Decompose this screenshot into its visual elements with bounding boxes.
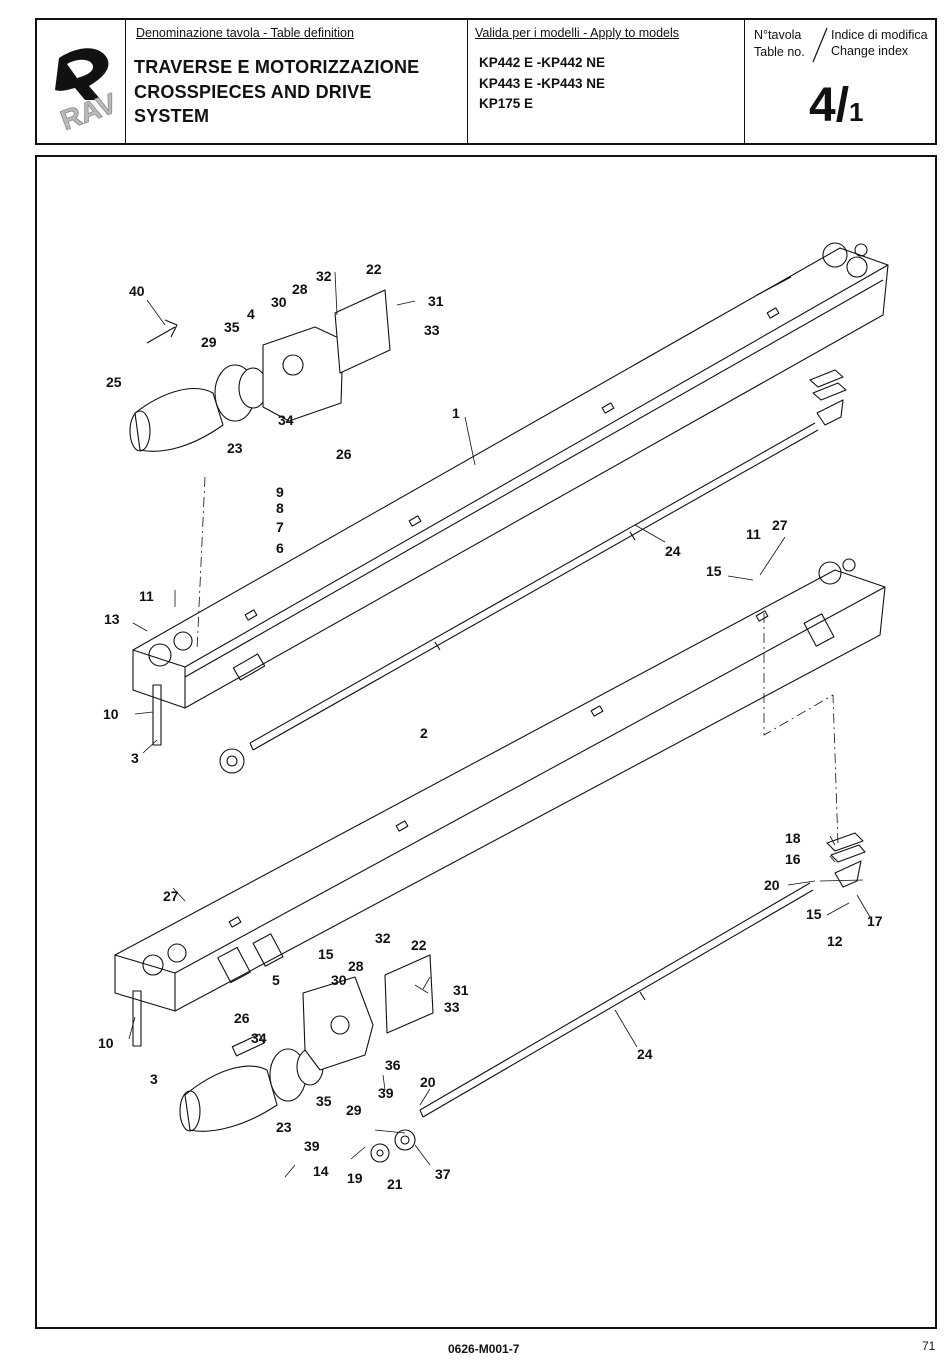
callout: 12 (827, 933, 843, 949)
callout: 34 (251, 1030, 267, 1046)
callout: 39 (378, 1085, 394, 1101)
drawing-frame (35, 155, 937, 1329)
callout: 16 (785, 851, 801, 867)
callout-labels: 40 28 32 22 30 31 4 33 35 29 25 34 1 23 … (98, 261, 883, 1192)
logo-text: RAV (56, 87, 121, 136)
drive-shaft-upper (219, 422, 819, 774)
alignment-lines (196, 476, 839, 846)
drawing-code: 0626-M001-7 (448, 1342, 520, 1356)
callout: 21 (387, 1176, 403, 1192)
callout: 14 (313, 1163, 329, 1179)
callout: 18 (785, 830, 801, 846)
model-item: KP443 E -KP443 NE (479, 75, 606, 91)
callout: 5 (272, 972, 280, 988)
leader-lines (128, 271, 871, 1178)
callout: 15 (806, 906, 822, 922)
callout: 9 (276, 484, 284, 500)
callout: 26 (234, 1010, 250, 1026)
callout: 15 (706, 563, 722, 579)
title-block: RAV Denominazione tavola - Table definit… (35, 18, 937, 145)
table-title: TRAVERSE E MOTORIZZAZIONE CROSSPIECES AN… (134, 55, 419, 129)
callout: 33 (424, 322, 440, 338)
callout: 28 (348, 958, 364, 974)
callout: 24 (665, 543, 681, 559)
callout: 10 (98, 1035, 114, 1051)
change-index-label-en: Change index (831, 44, 909, 58)
callout: 22 (411, 937, 427, 953)
callout: 31 (453, 982, 469, 998)
callout: 39 (304, 1138, 320, 1154)
callout: 29 (346, 1102, 362, 1118)
callout: 32 (375, 930, 391, 946)
callout: 11 (746, 526, 761, 542)
crosspiece-lower (114, 558, 886, 1012)
callout: 36 (385, 1057, 401, 1073)
models-cell: Valida per i modelli - Apply to models K… (468, 20, 745, 143)
callout: 32 (316, 268, 332, 284)
callout: 35 (316, 1093, 332, 1109)
callout: 8 (276, 500, 284, 516)
table-no-label-it: N°tavola (754, 28, 802, 42)
callout: 11 (139, 588, 154, 604)
table-no-value: 4/ (809, 79, 850, 132)
callout: 7 (276, 519, 284, 535)
table-number-cell: N°tavola Table no. Indice di modifica Ch… (745, 20, 935, 143)
callout: 10 (103, 706, 119, 722)
callout: 40 (129, 283, 145, 299)
callout: 33 (444, 999, 460, 1015)
models-label: Valida per i modelli - Apply to models (475, 26, 680, 40)
leg-brackets (132, 684, 162, 1047)
motor-assembly-lower (179, 954, 434, 1132)
exploded-view-diagram: 40 28 32 22 30 31 4 33 35 29 25 34 1 23 … (98, 242, 889, 1192)
callout: 17 (867, 913, 883, 929)
crosspiece-upper (132, 242, 889, 709)
callout: 30 (331, 972, 347, 988)
title-line: SYSTEM (134, 106, 210, 126)
callout: 20 (764, 877, 780, 893)
callout: 25 (106, 374, 122, 390)
title-line: CROSSPIECES AND DRIVE (134, 81, 372, 102)
callout: 37 (435, 1166, 451, 1182)
model-item: KP442 E -KP442 NE (479, 55, 606, 70)
definition-cell: Denominazione tavola - Table definition … (126, 20, 468, 143)
rav-logo: RAV (55, 48, 121, 136)
table-no-label-en: Table no. (754, 45, 805, 59)
separator-slash (812, 27, 828, 63)
callout: 1 (452, 405, 460, 421)
callout: 28 (292, 281, 308, 297)
change-index-label-it: Indice di modifica (831, 28, 928, 42)
definition-label: Denominazione tavola - Table definition (136, 26, 354, 40)
callout: 35 (224, 319, 240, 335)
callout: 23 (227, 440, 243, 456)
callout: 4 (247, 306, 255, 322)
callout: 22 (366, 261, 382, 277)
callout: 27 (772, 517, 788, 533)
callout: 29 (201, 334, 217, 350)
callout: 13 (104, 611, 120, 627)
motor-assembly-upper (129, 289, 391, 452)
callout: 26 (336, 446, 352, 462)
logo-cell: RAV (37, 20, 126, 143)
drive-shaft-lower (370, 882, 814, 1163)
callout: 3 (131, 750, 139, 766)
callout: 27 (163, 888, 179, 904)
callout: 15 (318, 946, 334, 962)
callout: 24 (637, 1046, 653, 1062)
model-item: KP175 E (479, 96, 534, 111)
callout: 34 (278, 412, 294, 428)
models-list: KP442 E -KP442 NE KP443 E -KP443 NE KP17… (479, 53, 605, 115)
page-number: 71 (922, 1339, 936, 1353)
callout: 23 (276, 1119, 292, 1135)
callout: 31 (428, 293, 444, 309)
table-number: 4/1 (809, 78, 864, 133)
title-line: TRAVERSE E MOTORIZZAZIONE (134, 57, 420, 77)
callout: 3 (150, 1071, 158, 1087)
callout: 6 (276, 540, 284, 556)
callout: 2 (420, 725, 428, 741)
change-index-value: 1 (849, 97, 864, 127)
callout: 30 (271, 294, 287, 310)
callout: 19 (347, 1170, 363, 1186)
callout: 20 (420, 1074, 436, 1090)
